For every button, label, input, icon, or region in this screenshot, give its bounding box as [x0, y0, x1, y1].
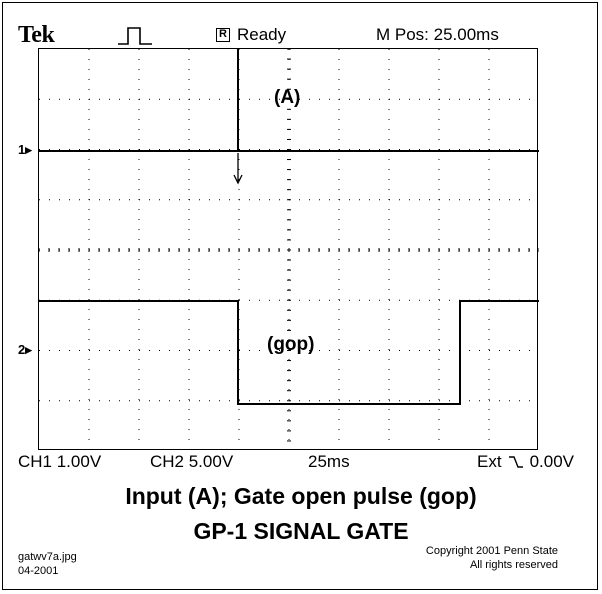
- waveform-traces: [39, 49, 539, 405]
- falling-edge-icon: [508, 456, 523, 468]
- file-date: 04-2001: [18, 565, 59, 577]
- annotation-gop: (gop): [267, 334, 315, 355]
- ch1-scale: CH1 1.00V: [18, 452, 102, 471]
- file-info: gatwv7a.jpg 04-2001: [18, 550, 77, 578]
- caption-subtitle: GP-1 SIGNAL GATE: [193, 518, 409, 544]
- trigger-arrow-head: [233, 174, 243, 185]
- caption-title: Input (A); Gate open pulse (gop): [125, 483, 477, 509]
- m-pos-readout: M Pos: 25.00ms: [376, 25, 499, 44]
- acquisition-status: R Ready: [216, 25, 286, 45]
- status-box: R: [216, 28, 230, 42]
- ch2-trace: [39, 300, 539, 405]
- copyright-line-2: All rights reserved: [469, 559, 558, 571]
- status-text: Ready: [237, 25, 287, 44]
- brand-logo: Tek: [18, 22, 55, 48]
- copyright-line-1: Copyright 2001 Penn State: [425, 545, 558, 557]
- ch2-scale: CH2 5.00V: [150, 452, 234, 471]
- file-name: gatwv7a.jpg: [18, 551, 77, 563]
- graticule: [39, 49, 539, 451]
- pulse-icon: [118, 27, 152, 45]
- ch2-ground-marker: 2▸: [18, 342, 32, 357]
- trigger-source: Ext: [477, 452, 502, 471]
- status-bar: Tek R Ready M Pos: 25.00ms: [0, 0, 602, 48]
- annotation-a: (A): [274, 87, 301, 108]
- oscilloscope-screen: (A) (gop): [38, 48, 539, 451]
- trigger-level: 0.00V: [529, 452, 574, 471]
- trigger-readout: Ext 0.00V: [477, 452, 574, 472]
- timebase-readout: 25ms: [308, 452, 350, 471]
- copyright: Copyright 2001 Penn State All rights res…: [426, 544, 558, 572]
- ch1-ground-marker: 1▸: [18, 142, 32, 157]
